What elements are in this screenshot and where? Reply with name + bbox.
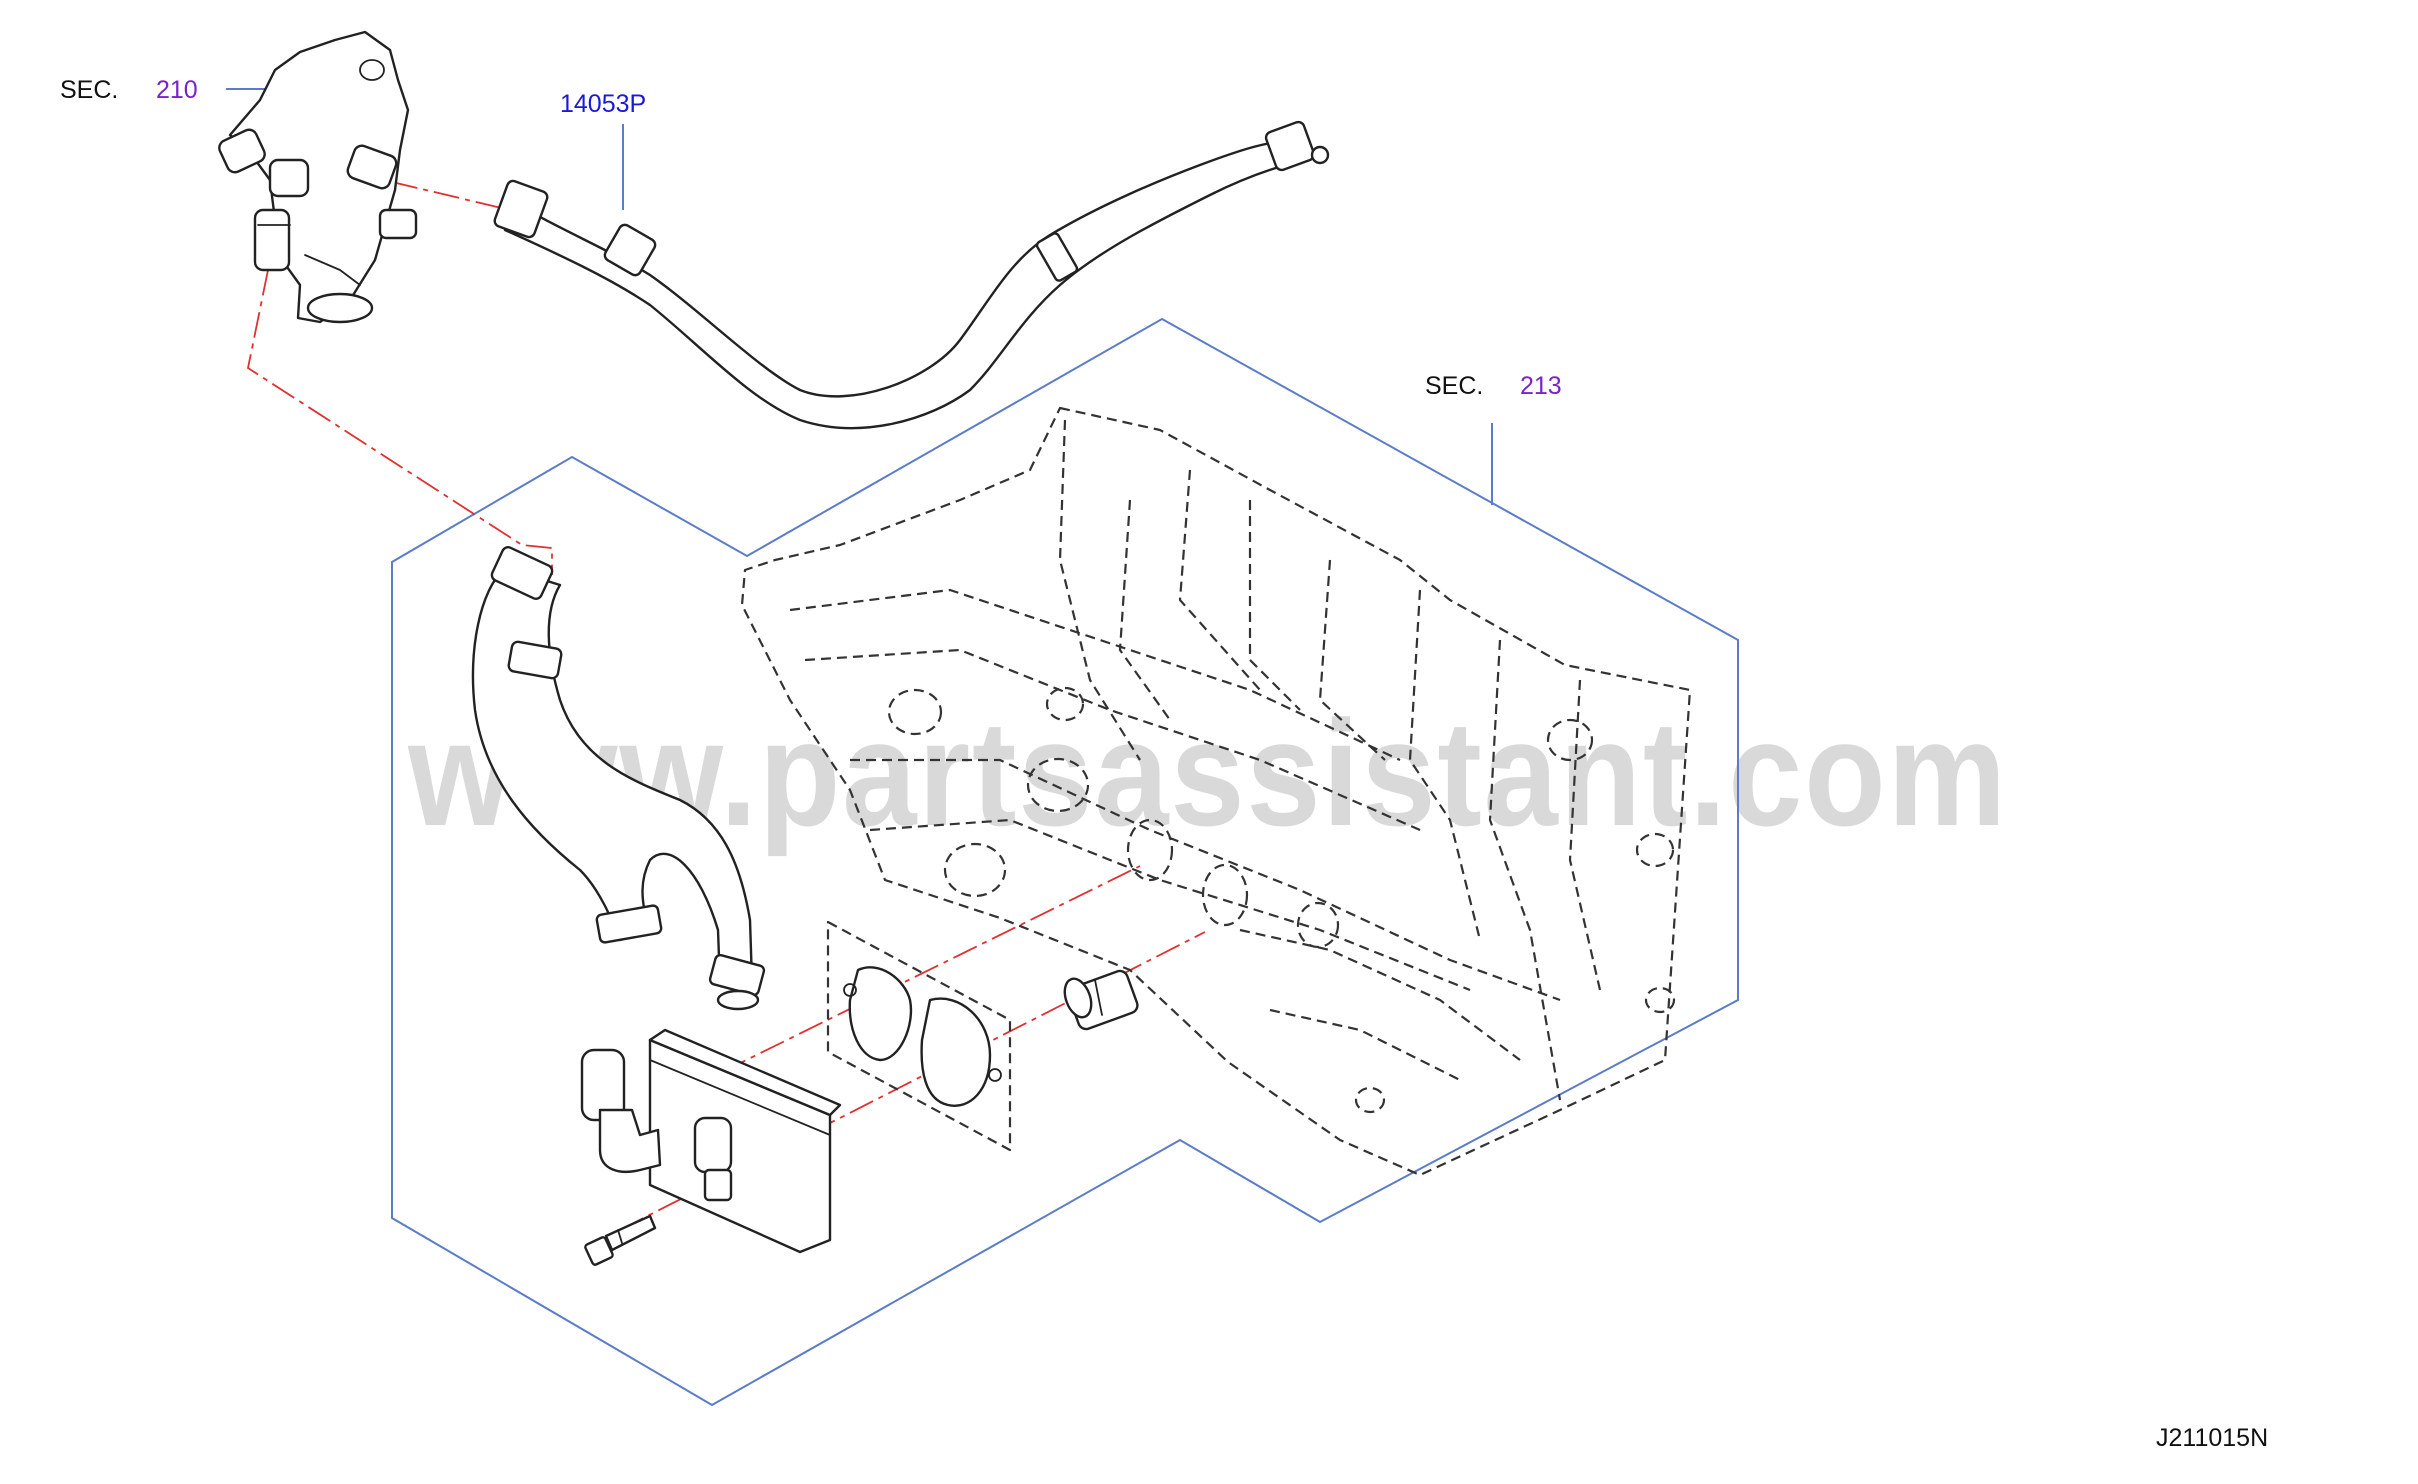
gasket-set (826, 920, 1012, 1152)
sec-213-prefix: SEC. (1425, 372, 1483, 400)
lower-coolant-hose (471, 546, 766, 1011)
mounting-bolt (584, 1214, 657, 1266)
centerline-thermostat-to-lower-hose (246, 269, 553, 575)
part-number-14053p[interactable]: 14053P (560, 90, 646, 118)
sec-210-prefix: SEC. (60, 76, 118, 104)
labels: SEC. 210 14053P SEC. 213 J211015N (60, 76, 2268, 1452)
connector-fitting (1063, 969, 1139, 1031)
thermostat-housing (218, 30, 418, 324)
diagram-code: J211015N (2156, 1424, 2268, 1452)
sec-213-number[interactable]: 213 (1520, 372, 1562, 400)
oil-cooler (580, 1028, 842, 1254)
centerline-thermostat-to-hose (391, 181, 511, 211)
engine-block-phantom (740, 406, 1692, 1177)
upper-water-hose-14053p (493, 120, 1330, 430)
section-213-outline (391, 317, 1739, 1407)
sec-210-number[interactable]: 210 (156, 76, 198, 104)
centerline-cooler-upper (721, 865, 1141, 1073)
